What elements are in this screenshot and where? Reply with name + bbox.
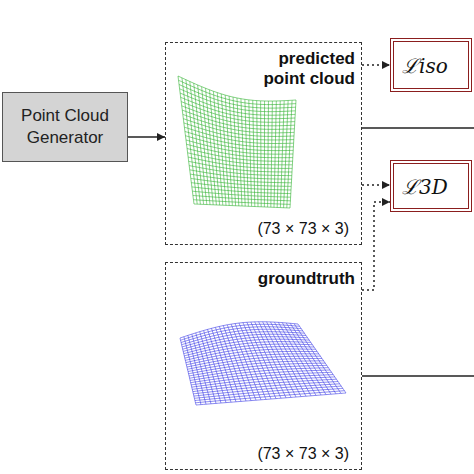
mesh-line (191, 178, 291, 186)
loss-box: ℒ3D (390, 160, 472, 212)
mesh-line (193, 195, 290, 200)
mesh-line (260, 101, 262, 207)
groundtruth-panel: groundtruth (73 × 73 × 3) (165, 262, 362, 470)
mesh-line (189, 166, 292, 176)
mesh-line (194, 204, 290, 208)
predicted-point-cloud (178, 76, 296, 208)
mesh-line (180, 322, 298, 338)
mesh-line (189, 161, 292, 172)
mesh-line (287, 100, 292, 208)
mesh-line (290, 323, 336, 394)
mesh-line (280, 101, 284, 208)
mesh-line (294, 324, 341, 394)
mesh-line (267, 101, 269, 207)
output-line (362, 375, 474, 377)
mesh-line (253, 100, 255, 206)
mesh-line (190, 174, 291, 183)
groundtruth-point-cloud (180, 322, 346, 405)
mesh-line (188, 157, 292, 168)
mesh-line (290, 100, 296, 208)
mesh-line (241, 99, 245, 206)
mesh-line (195, 388, 343, 400)
mesh-line (286, 323, 331, 394)
node-label: predicted point cloud (243, 49, 355, 90)
generator-box: Point Cloud Generator (2, 92, 128, 162)
mesh-line (257, 101, 258, 207)
dotted-arrow (362, 64, 390, 66)
dimension-label: (73 × 73 × 3) (257, 220, 349, 238)
mesh-line (195, 391, 344, 403)
mesh-line (193, 200, 290, 205)
dotted-arrow (362, 202, 390, 290)
loss-box: ℒiso (390, 38, 472, 92)
dotted-arrow (362, 184, 390, 186)
mesh-line (277, 101, 280, 208)
mesh-line (196, 393, 346, 405)
arrow (128, 136, 165, 138)
output-line (362, 127, 474, 129)
mesh-line (264, 101, 265, 207)
mesh-line (274, 101, 276, 207)
mesh-line (190, 170, 292, 179)
node-label: ℒiso (402, 52, 448, 79)
prediction-panel: predicted point cloud (73 × 73 × 3) (165, 42, 362, 245)
mesh-line (187, 149, 293, 162)
dimension-label: (73 × 73 × 3) (257, 445, 349, 463)
mesh-line (188, 153, 293, 165)
mesh-line (249, 100, 252, 206)
node-label: groundtruth (258, 269, 355, 289)
node-label: Point Cloud Generator (15, 105, 115, 149)
mesh-line (191, 183, 291, 190)
mesh-line (245, 99, 249, 206)
mesh-line (187, 144, 293, 157)
mesh-line (298, 324, 346, 393)
node-label: ℒ3D (402, 173, 448, 200)
mesh-line (188, 359, 322, 372)
mesh-line (271, 101, 273, 207)
